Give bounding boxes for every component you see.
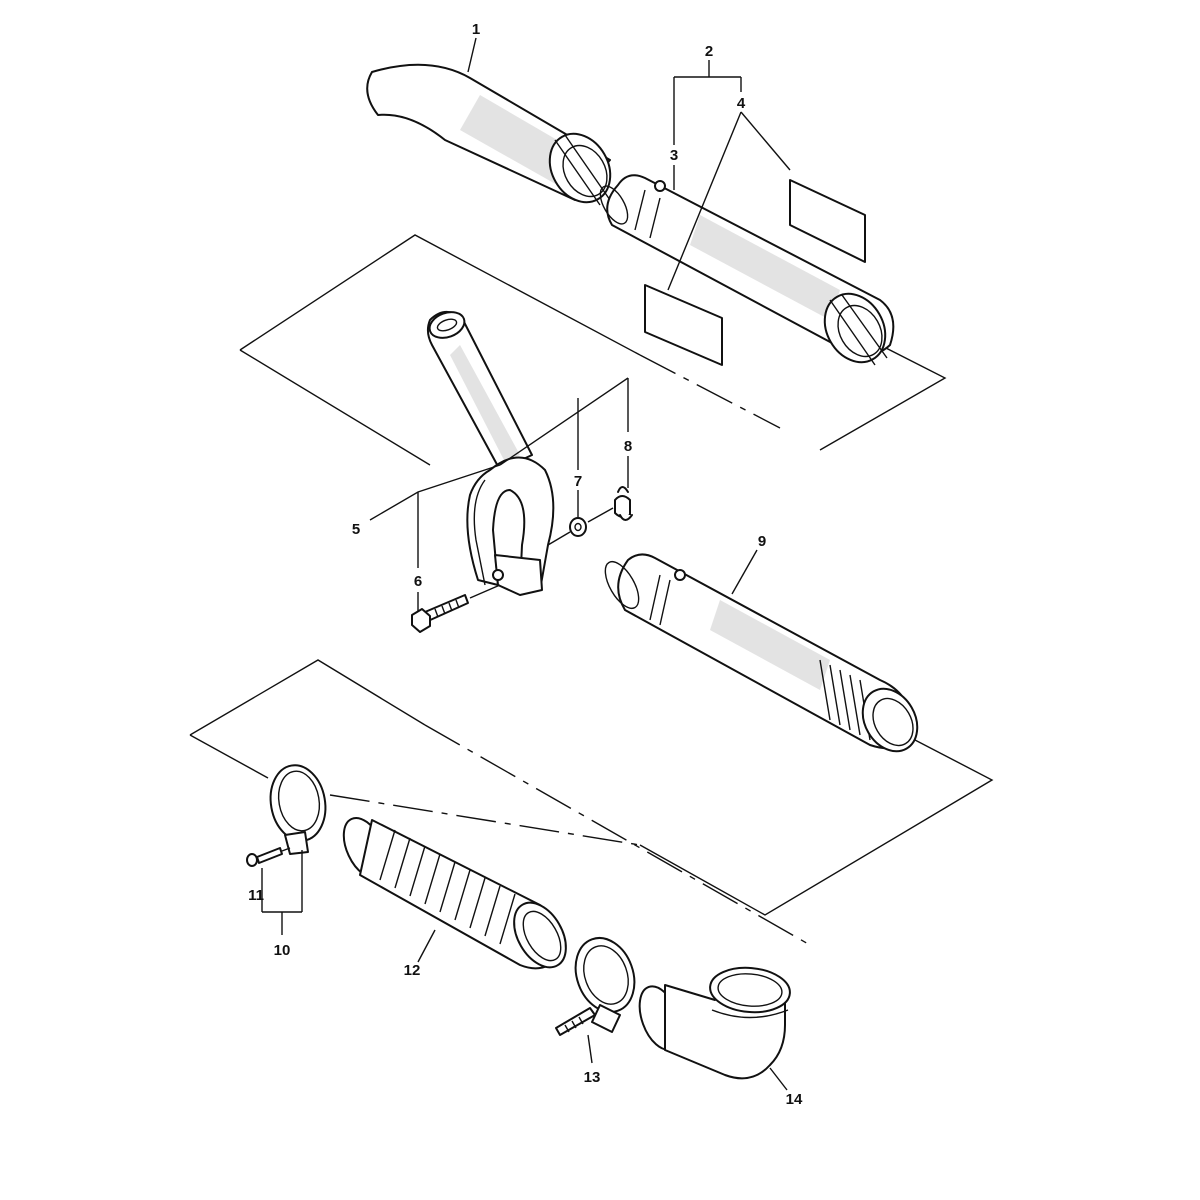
part-4-decals[interactable] bbox=[644, 179, 866, 366]
part-11-screw[interactable] bbox=[246, 847, 291, 867]
callout-3: 3 bbox=[670, 147, 678, 164]
part-10-clamp-ring[interactable] bbox=[265, 761, 331, 855]
part-1-curved-tube[interactable] bbox=[366, 63, 622, 213]
callout-14: 14 bbox=[786, 1091, 803, 1108]
middle-assembly-plane bbox=[189, 659, 994, 946]
part-3-straight-pipe[interactable] bbox=[595, 174, 897, 373]
callout-8: 8 bbox=[624, 438, 632, 455]
leader-lines bbox=[261, 37, 791, 1091]
callout-5: 5 bbox=[352, 521, 360, 538]
part-13-hose-clamp[interactable] bbox=[555, 930, 644, 1036]
callout-6: 6 bbox=[414, 573, 422, 590]
callout-4: 4 bbox=[737, 95, 746, 112]
callout-7: 7 bbox=[574, 473, 582, 490]
part-14-elbow[interactable] bbox=[632, 965, 792, 1080]
callout-labels: 1 2 3 4 5 6 7 8 9 10 11 12 13 14 bbox=[248, 21, 803, 1108]
part-5-handle-bracket[interactable] bbox=[426, 308, 555, 596]
callout-13: 13 bbox=[584, 1069, 601, 1086]
callout-10: 10 bbox=[274, 942, 291, 959]
part-7-washer[interactable] bbox=[547, 517, 587, 546]
callout-12: 12 bbox=[404, 962, 421, 979]
part-9-nozzle-pipe[interactable] bbox=[599, 553, 929, 761]
callout-11: 11 bbox=[248, 887, 264, 904]
callout-9: 9 bbox=[758, 533, 766, 550]
part-6-bolt[interactable] bbox=[411, 584, 501, 633]
upper-assembly-plane bbox=[239, 234, 947, 466]
callout-2: 2 bbox=[705, 43, 713, 60]
part-12-bellows-hose[interactable] bbox=[335, 811, 576, 976]
callout-1: 1 bbox=[472, 21, 480, 38]
part-8-wing-nut[interactable] bbox=[587, 486, 633, 523]
